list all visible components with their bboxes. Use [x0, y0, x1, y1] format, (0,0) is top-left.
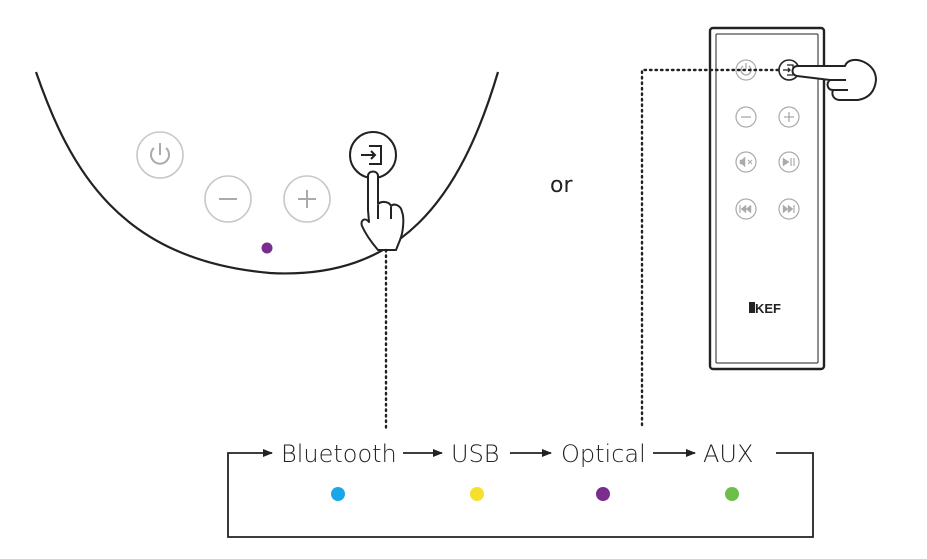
- remote-link-dotted-line: [640, 68, 780, 430]
- mute-icon: [739, 156, 753, 168]
- source-led-optical: [596, 487, 610, 501]
- source-led-aux: [725, 487, 739, 501]
- remote-next-button[interactable]: [778, 198, 800, 220]
- remote-brand-text: KEF: [755, 301, 781, 316]
- source-label-optical: Optical: [561, 440, 646, 468]
- source-led-usb: [470, 487, 484, 501]
- remote-control: KEF: [640, 26, 877, 430]
- pointing-hand-icon: [360, 170, 405, 251]
- remote-volume-down-button[interactable]: [735, 106, 757, 128]
- play-pause-icon: [782, 157, 795, 167]
- skip-forward-icon: [782, 204, 795, 214]
- speaker-power-button[interactable]: [136, 131, 184, 179]
- remote-previous-button[interactable]: [735, 198, 757, 220]
- remote-brand-logo: KEF: [749, 301, 781, 316]
- speaker-top-panel: [34, 71, 500, 430]
- cycle-loop-line: [227, 449, 814, 538]
- remote-play-pause-button[interactable]: [778, 151, 800, 173]
- speaker-input-button[interactable]: [349, 131, 397, 179]
- speaker-volume-down-button[interactable]: [204, 175, 252, 223]
- plus-icon: [298, 190, 316, 208]
- source-label-bluetooth: Bluetooth: [281, 440, 397, 468]
- remote-mute-button[interactable]: [735, 151, 757, 173]
- remote-volume-up-button[interactable]: [778, 106, 800, 128]
- speaker-status-led: [261, 242, 273, 254]
- or-separator: or: [550, 173, 573, 198]
- source-label-aux: AUX: [703, 440, 753, 468]
- pointing-hand-icon: [791, 58, 877, 101]
- skip-back-icon: [739, 204, 752, 214]
- plus-icon: [784, 112, 794, 122]
- source-label-usb: USB: [451, 440, 500, 468]
- speaker-outline: [34, 71, 500, 275]
- source-led-bluetooth: [331, 487, 345, 501]
- logo-mark: [749, 302, 755, 313]
- power-icon: [740, 63, 752, 76]
- source-cycle: Bluetooth USB Optical AUX: [227, 440, 814, 538]
- speaker-volume-up-button[interactable]: [283, 175, 331, 223]
- power-icon: [150, 143, 170, 165]
- input-source-icon: [361, 145, 382, 165]
